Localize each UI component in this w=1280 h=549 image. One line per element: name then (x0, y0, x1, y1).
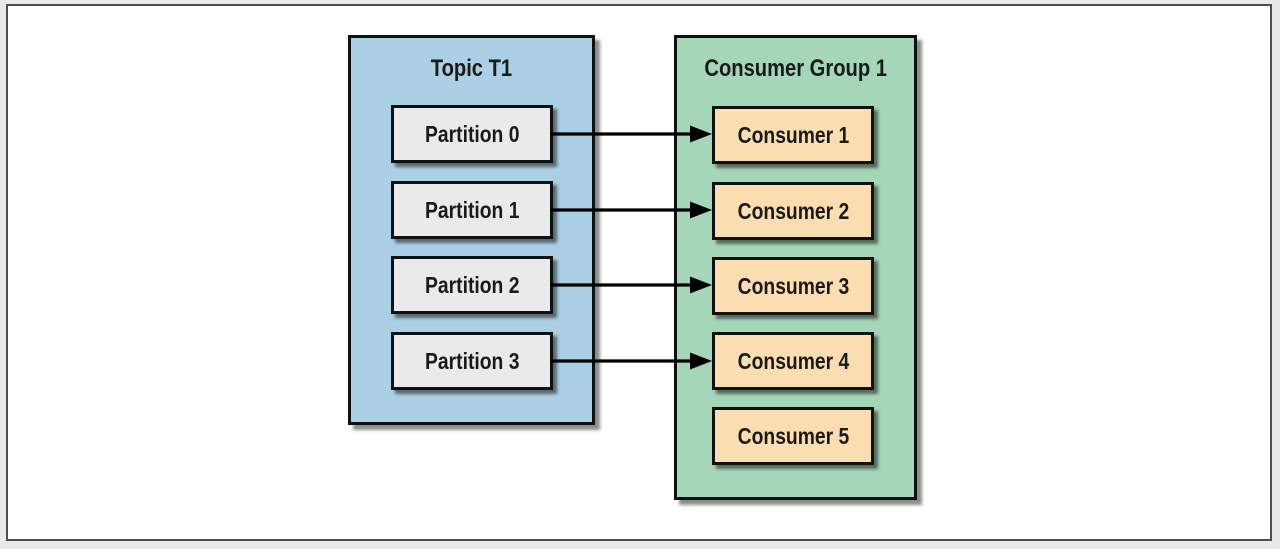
consumer-4-label: Consumer 4 (737, 347, 849, 374)
partition-1-box: Partition 1 (391, 181, 553, 239)
consumer-2-box: Consumer 2 (712, 182, 874, 240)
consumer-5-label: Consumer 5 (737, 422, 849, 449)
partition-0-box: Partition 0 (391, 105, 553, 163)
consumer-2-label: Consumer 2 (737, 197, 849, 224)
consumer-5-box: Consumer 5 (712, 407, 874, 465)
partition-2-box: Partition 2 (391, 256, 553, 314)
topic-title-label: Topic T1 (430, 55, 513, 82)
consumer-4-box: Consumer 4 (712, 332, 874, 390)
partition-0-label: Partition 0 (424, 120, 520, 147)
figure-frame (6, 4, 1272, 541)
consumer-3-box: Consumer 3 (712, 257, 874, 315)
partition-1-label: Partition 1 (424, 196, 520, 223)
partition-3-label: Partition 3 (424, 347, 520, 374)
consumer-1-label: Consumer 1 (737, 121, 849, 148)
consumer-group-title-label: Consumer Group 1 (704, 55, 887, 82)
consumer-1-box: Consumer 1 (712, 106, 874, 164)
topic-title: Topic T1 (351, 55, 592, 83)
consumer-group-title: Consumer Group 1 (677, 55, 914, 83)
partition-3-box: Partition 3 (391, 332, 553, 390)
consumer-3-label: Consumer 3 (737, 272, 849, 299)
partition-2-label: Partition 2 (424, 271, 520, 298)
